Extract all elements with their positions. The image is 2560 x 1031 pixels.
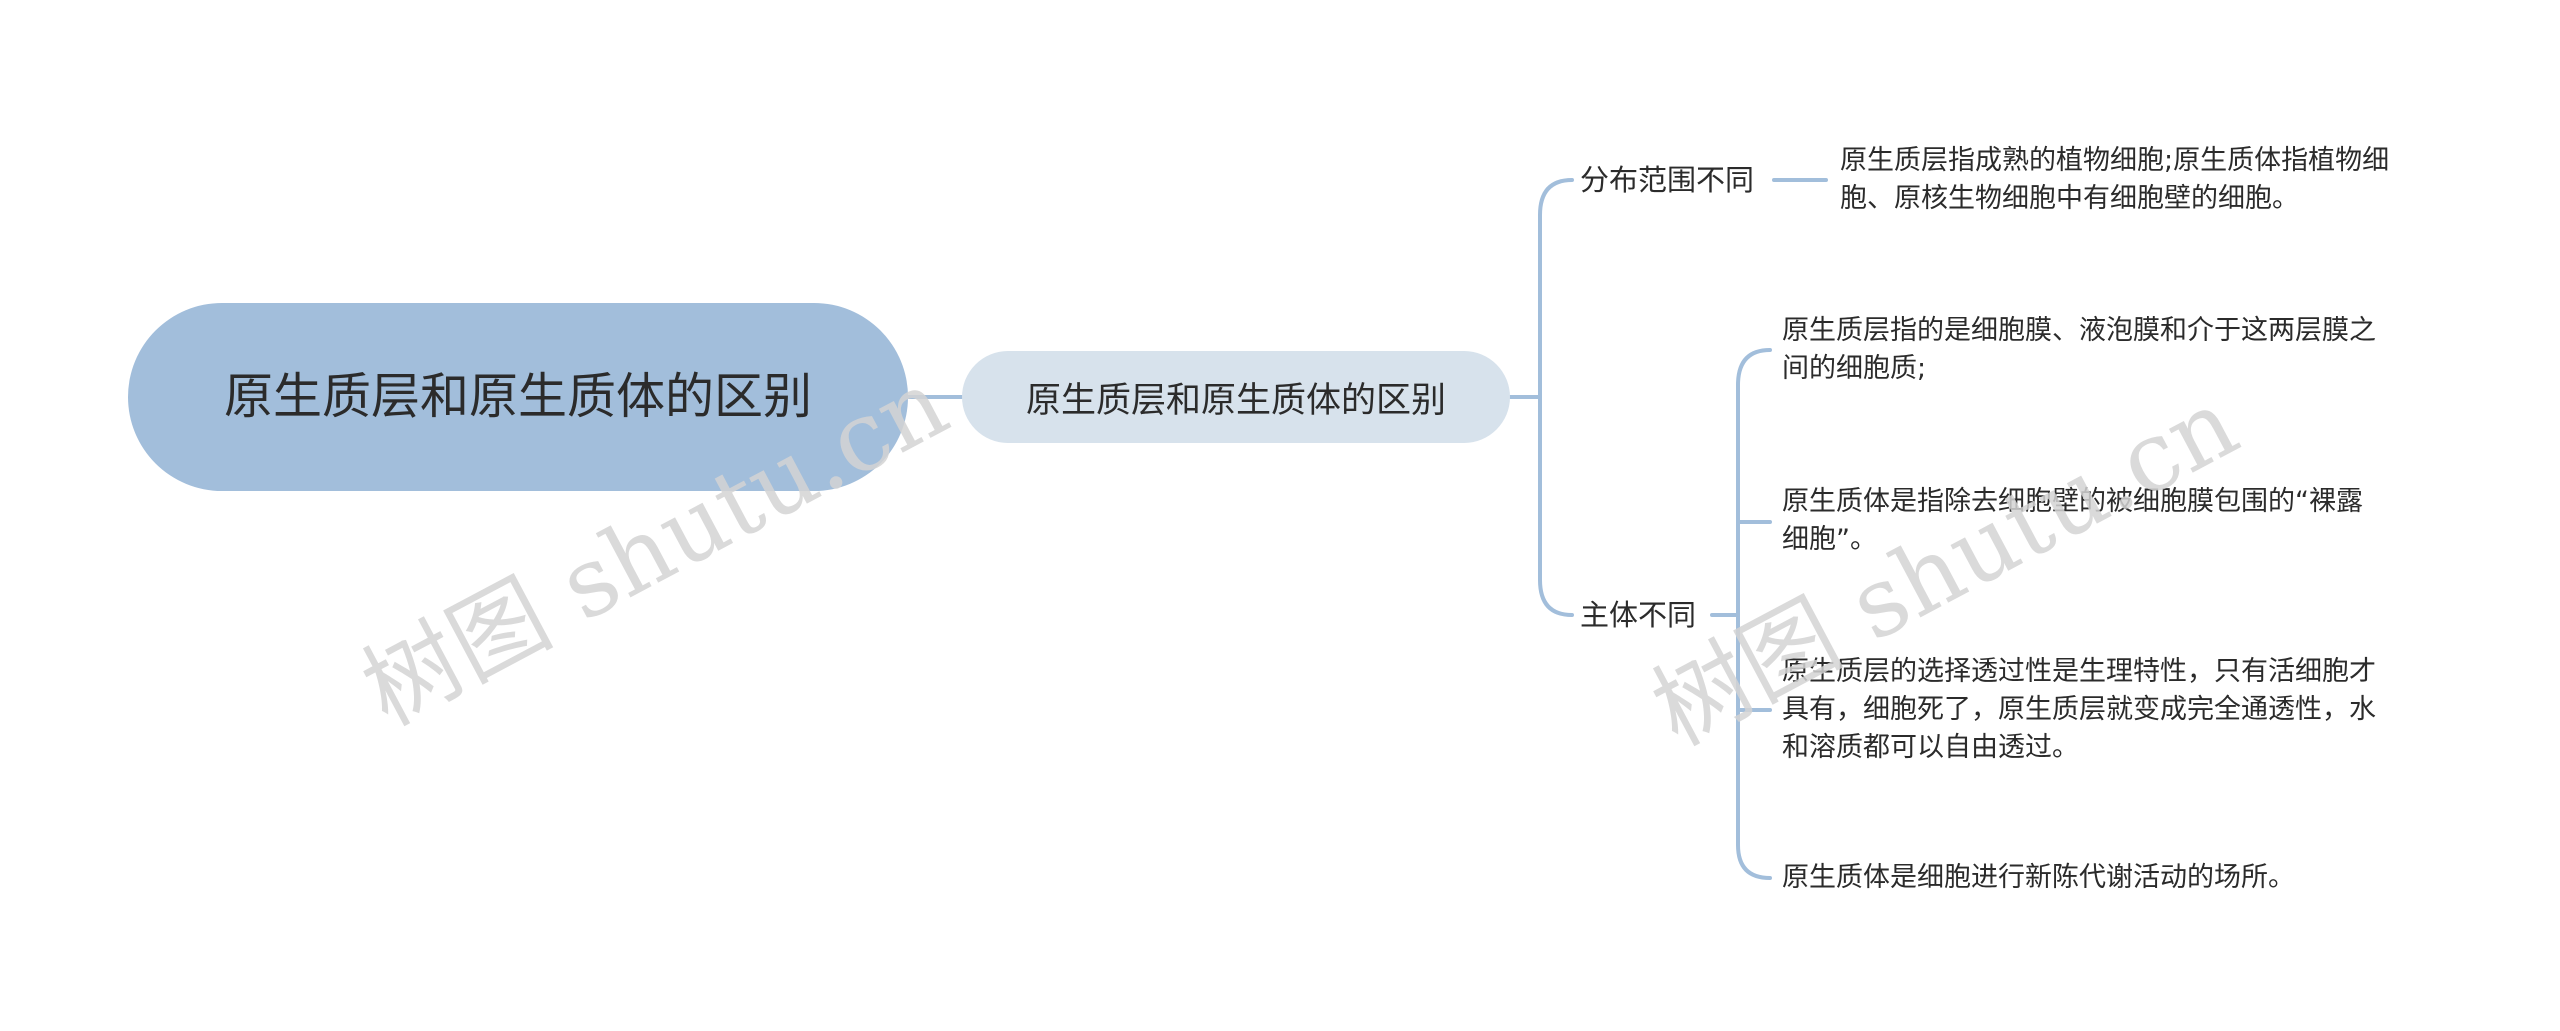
branch-distribution[interactable]: 分布范围不同 <box>1580 161 1754 199</box>
leaf-distribution-1-text: 原生质层指成熟的植物细胞;原生质体指植物细胞、原核生物细胞中有细胞壁的细胞。 <box>1840 145 2390 214</box>
subtopic-node[interactable]: 原生质层和原生质体的区别 <box>962 351 1510 443</box>
leaf-subject-3-text: 原生质层的选择透过性是生理特性，只有活细胞才具有，细胞死了，原生质层就变成完全通… <box>1782 656 2376 763</box>
leaf-distribution-1[interactable]: 原生质层指成熟的植物细胞;原生质体指植物细胞、原核生物细胞中有细胞壁的细胞。 <box>1840 142 2440 218</box>
leaf-subject-2[interactable]: 原生质体是指除去细胞壁的被细胞膜包围的“裸露细胞”。 <box>1782 483 2382 559</box>
branch-subject-label: 主体不同 <box>1580 598 1697 632</box>
leaf-subject-4[interactable]: 原生质体是细胞进行新陈代谢活动的场所。 <box>1782 859 2382 897</box>
leaf-subject-4-text: 原生质体是细胞进行新陈代谢活动的场所。 <box>1782 862 2295 893</box>
leaf-subject-3[interactable]: 原生质层的选择透过性是生理特性，只有活细胞才具有，细胞死了，原生质层就变成完全通… <box>1782 653 2382 767</box>
connector-branch-bracket <box>1538 178 1574 617</box>
branch-subject[interactable]: 主体不同 <box>1580 596 1696 634</box>
leaf-subject-1[interactable]: 原生质层指的是细胞膜、液泡膜和介于这两层膜之间的细胞质; <box>1782 312 2382 388</box>
leaf-subject-2-text: 原生质体是指除去细胞壁的被细胞膜包围的“裸露细胞”。 <box>1782 486 2363 555</box>
root-topic-label: 原生质层和原生质体的区别 <box>223 368 812 425</box>
branch-distribution-label: 分布范围不同 <box>1580 163 1755 197</box>
leaf-subject-1-text: 原生质层指的是细胞膜、液泡膜和介于这两层膜之间的细胞质; <box>1782 315 2376 384</box>
connector-leaf-bracket <box>1736 348 1772 880</box>
subtopic-label: 原生质层和原生质体的区别 <box>1025 380 1446 421</box>
root-topic[interactable]: 原生质层和原生质体的区别 <box>128 303 908 491</box>
